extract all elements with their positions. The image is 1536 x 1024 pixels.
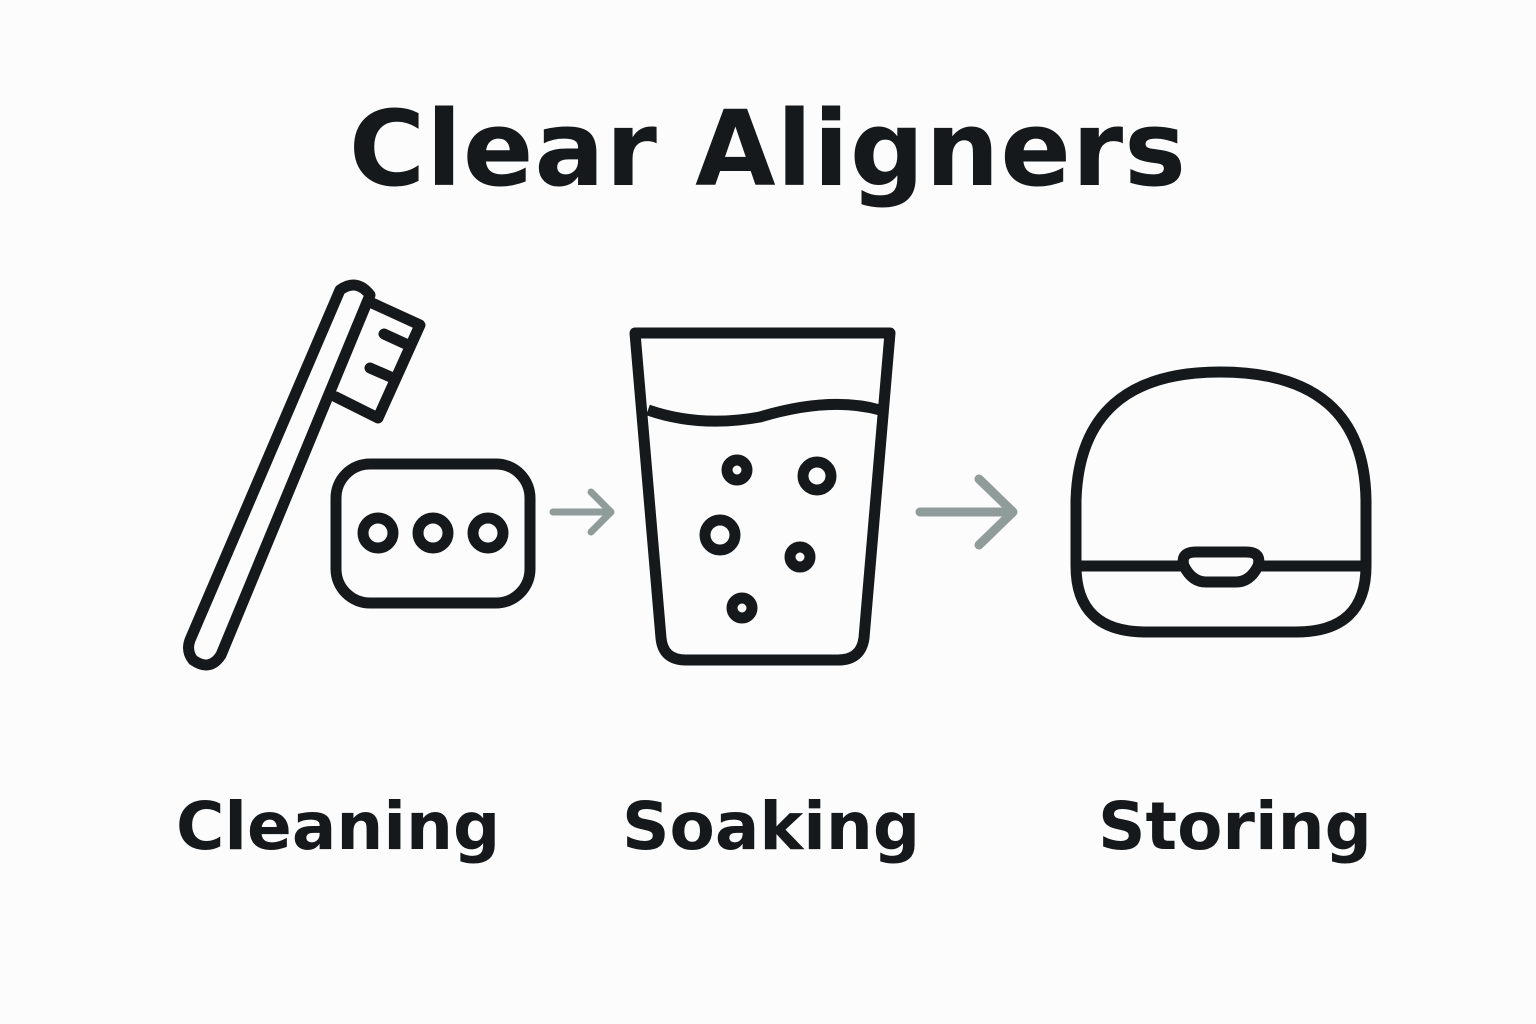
diagram-title: Clear Aligners <box>348 88 1188 210</box>
step-label-cleaning: Cleaning <box>176 788 501 865</box>
step-label-storing: Storing <box>1098 788 1372 865</box>
step-label-soaking: Soaking <box>622 788 921 865</box>
aligner-tray-icon <box>330 458 536 609</box>
aligner-case-icon <box>1070 366 1372 638</box>
glass-with-bubbles-icon <box>629 327 896 666</box>
arrow-right-icon <box>549 488 615 536</box>
arrow-right-icon <box>915 474 1018 550</box>
toothbrush-icon <box>183 279 426 671</box>
